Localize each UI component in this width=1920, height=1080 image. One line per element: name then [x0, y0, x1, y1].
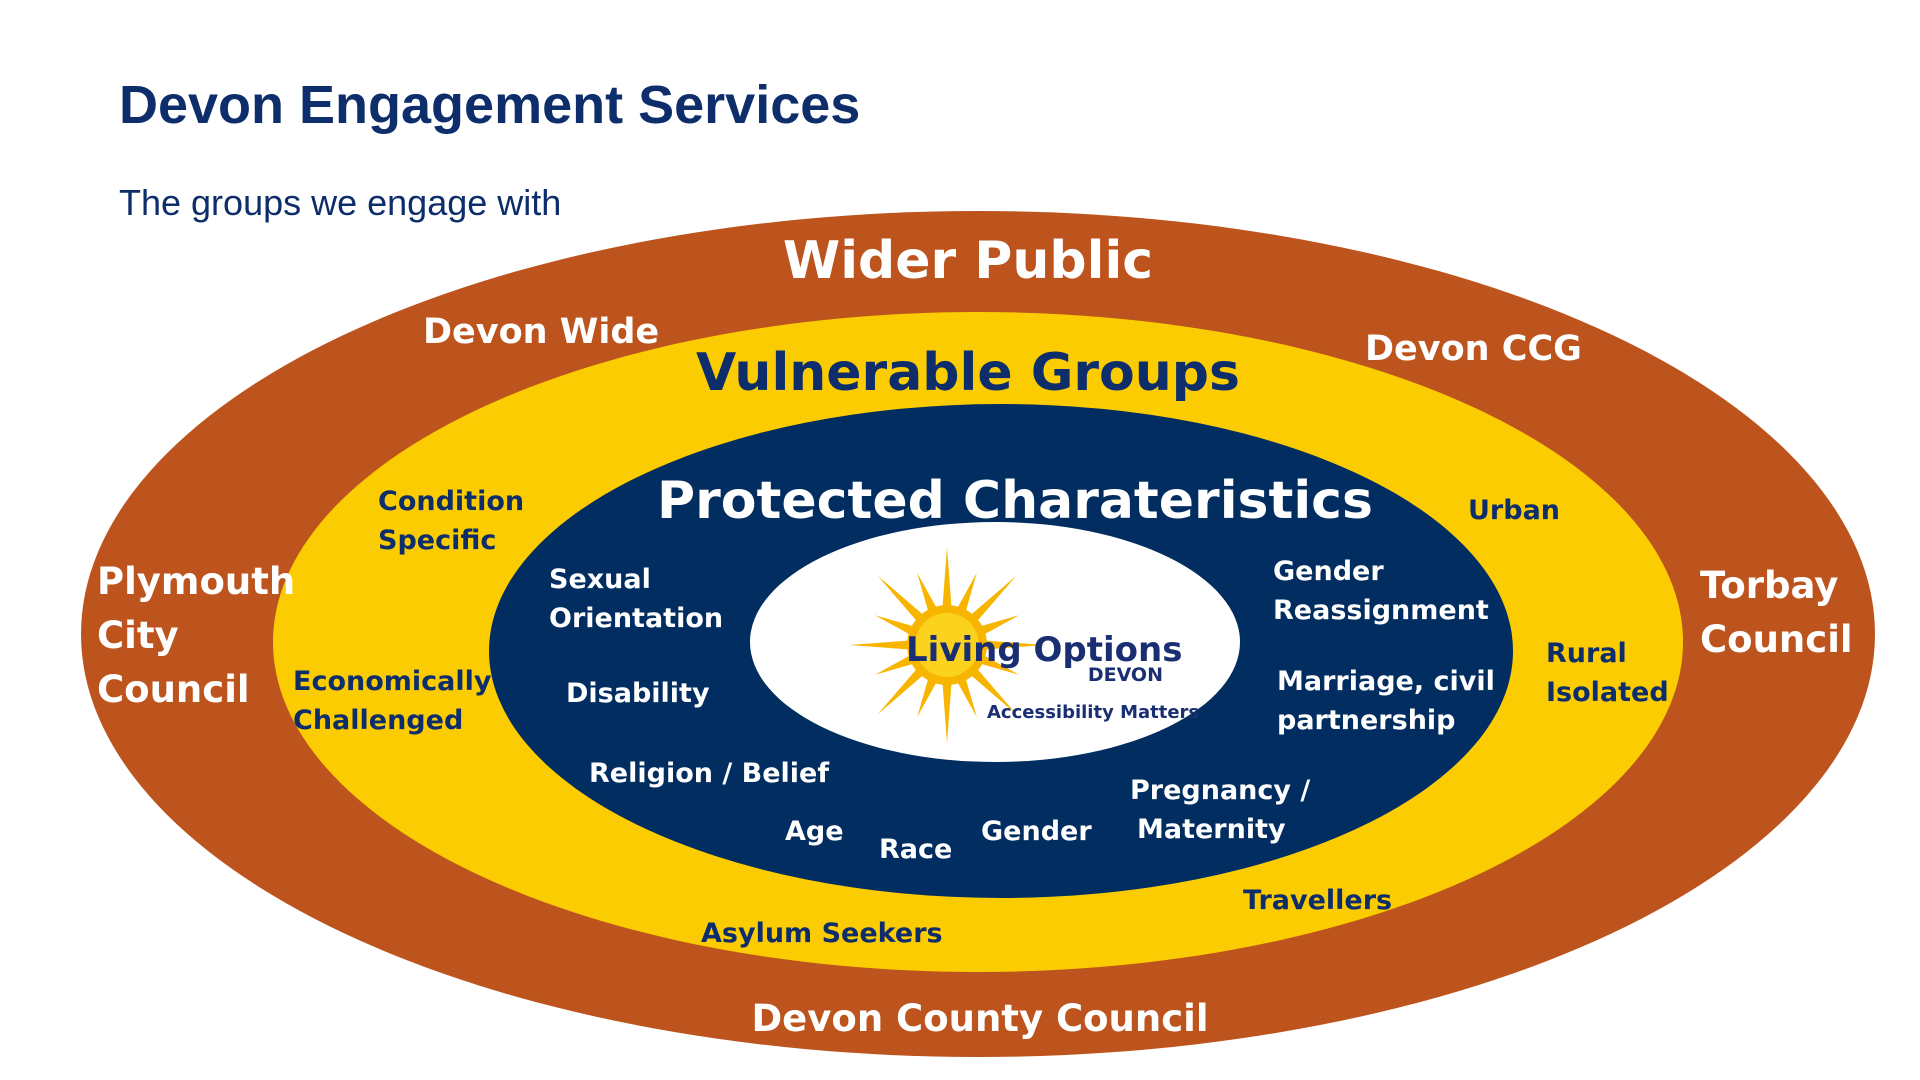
gender-reassignment-line-1: Gender	[1273, 556, 1384, 587]
sun-ray	[957, 572, 977, 612]
devon-ccg-label: Devon CCG	[1365, 329, 1582, 369]
gender-reassignment-line-2: Reassignment	[1273, 595, 1489, 626]
sexual-orientation-line-1: Sexual	[549, 564, 651, 595]
rural-isolated-line-1: Rural	[1546, 638, 1627, 669]
race-label: Race	[879, 834, 952, 865]
sun-ray	[917, 678, 937, 718]
page-title: Devon Engagement Services	[119, 75, 861, 135]
sun-ray	[980, 615, 1020, 635]
wider-public-title: Wider Public	[783, 231, 1153, 291]
economically-challenged-line-1: Economically	[293, 666, 492, 697]
sun-ray	[970, 668, 1017, 715]
sun-ray	[970, 575, 1017, 622]
sun-ray	[877, 668, 924, 715]
sun-ray	[849, 640, 910, 650]
sun-ray	[877, 575, 924, 622]
sun-icon	[849, 547, 1045, 743]
travellers-label: Travellers	[1243, 885, 1392, 916]
sun-ray	[942, 547, 952, 608]
marriage-civil-partnership-line-2: partnership	[1277, 705, 1456, 736]
logo-region: DEVON	[1088, 664, 1163, 686]
sun-ray	[984, 640, 1045, 650]
rural-isolated-line-2: Isolated	[1546, 677, 1669, 708]
plymouth-label-line-1: Plymouth	[97, 560, 295, 603]
devon-county-council-label: Devon County Council	[751, 997, 1208, 1040]
economically-challenged-line-2: Challenged	[293, 705, 463, 736]
disability-label: Disability	[566, 678, 710, 709]
sun-ray	[874, 655, 914, 675]
vulnerable-groups-title: Vulnerable Groups	[696, 343, 1240, 403]
sun-ray	[980, 655, 1020, 675]
age-label: Age	[785, 816, 844, 847]
pregnancy-maternity-line-1: Pregnancy /	[1130, 775, 1310, 806]
condition-specific-line-2: Specific	[378, 525, 496, 556]
devon-wide-label: Devon Wide	[423, 312, 659, 352]
urban-label: Urban	[1468, 495, 1560, 526]
condition-specific-line-1: Condition	[378, 486, 524, 517]
sun-ray	[942, 682, 952, 743]
protected-characteristics-title: Protected Charateristics	[657, 471, 1373, 531]
sun-ray	[874, 615, 914, 635]
sexual-orientation-line-2: Orientation	[549, 603, 723, 634]
torbay-label-line-1: Torbay	[1700, 564, 1838, 607]
logo-name: Living Options	[906, 630, 1182, 670]
gender-label: Gender	[981, 816, 1092, 847]
plymouth-label-line-3: Council	[97, 668, 250, 711]
asylum-seekers-label: Asylum Seekers	[701, 918, 943, 949]
plymouth-label-line-2: City	[97, 614, 179, 657]
page-subtitle: The groups we engage with	[119, 182, 562, 223]
religion-belief-label: Religion / Belief	[589, 758, 829, 789]
sun-ray	[917, 572, 937, 612]
pregnancy-maternity-line-2: Maternity	[1137, 814, 1286, 845]
marriage-civil-partnership-line-1: Marriage, civil	[1277, 666, 1495, 697]
torbay-label-line-2: Council	[1700, 618, 1853, 661]
logo-tagline: Accessibility Matters	[987, 702, 1199, 723]
sun-ray	[957, 678, 977, 718]
